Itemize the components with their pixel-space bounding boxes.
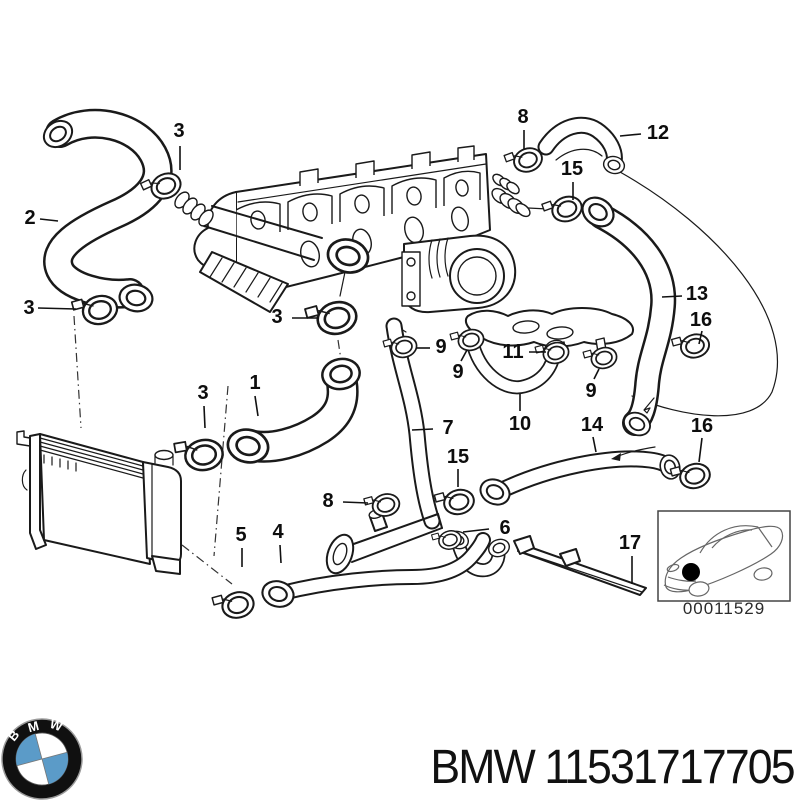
callout-9-a: 9 [435,336,447,358]
cylinder-head [193,145,549,343]
car-location-inset [657,510,791,602]
part-number-text: BMW 11531717705 [430,741,796,794]
hose-10 [457,326,569,395]
logo-letter-m: M [26,718,40,735]
assembly-line-hose1 [213,385,229,557]
hose12-routing-line [619,171,778,417]
callout-16-top: 16 [689,309,713,331]
callout-9-b: 9 [452,361,464,383]
hose-4 [258,532,491,612]
clamp-9-c [582,343,620,374]
intake-boot [199,251,289,313]
logo-quadrant-blue-br [42,752,68,785]
clamp-5 [211,586,258,625]
hose-7 [385,317,441,530]
callout-6: 6 [499,517,511,539]
clamp-3-radiator [172,434,227,476]
callout-3-center: 3 [271,306,283,328]
radiator-tank [142,461,182,565]
bracket-17 [513,535,647,596]
leader-lines [37,130,703,584]
inset-image-code: 00011529 [682,599,766,618]
callout-10: 10 [508,413,532,435]
hose-14 [475,446,684,511]
callout-14: 14 [580,414,604,436]
callout-15-bottom: 15 [446,446,470,468]
hose-1 [223,354,364,468]
logo-letter-w: W [48,716,65,735]
assembly-line-clamp3-center [337,339,342,361]
callout-8-bottom: 8 [322,490,334,512]
hose-13 [575,190,677,441]
callout-2: 2 [24,207,36,229]
intake-tube [174,191,374,297]
callout-9-c: 9 [585,380,597,402]
coolant-nipple-fittings [491,173,549,218]
callout-4: 4 [272,521,284,543]
logo-quadrant-blue-tl [16,733,42,766]
callout-8-top: 8 [517,106,529,128]
assembly-line-clamp5 [181,544,233,585]
assembly-line-clamp3-left [73,315,82,429]
callout-3-left: 3 [23,297,35,319]
callout-15-top: 15 [560,158,584,180]
hose-2 [37,108,173,315]
hose-12 [537,116,628,177]
location-dot [682,563,700,581]
bmw-logo: B M W [1,716,83,800]
callout-1: 1 [249,372,261,394]
throttle-body [401,234,517,314]
clamp-15-bottom [433,484,478,521]
callout-12: 12 [646,122,670,144]
callout-7: 7 [442,417,454,439]
water-pipe [325,509,443,575]
callout-13: 13 [685,283,709,305]
callout-3-radiator: 3 [197,382,209,404]
clamp-16-top [670,329,713,364]
callout-5: 5 [235,524,247,546]
callout-3-top: 3 [173,120,185,142]
callout-17: 17 [618,532,642,554]
callout-16-bottom: 16 [690,415,714,437]
callout-11: 11 [502,341,524,363]
clamp-15-top [540,190,587,229]
car-sketch [663,525,784,597]
radiator-filler-cap [154,449,174,461]
radiator [16,430,182,575]
